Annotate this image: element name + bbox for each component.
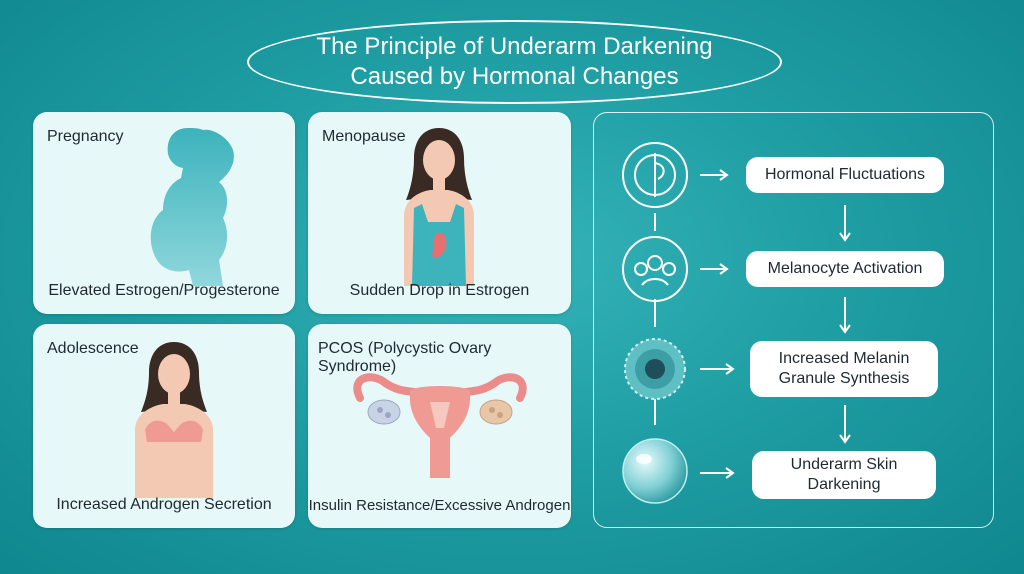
flow-step-melanin-synthesis: Increased Melanin Granule Synthesis: [750, 341, 938, 397]
title-line-2: Caused by Hormonal Changes: [350, 63, 679, 90]
card-adolescence-caption: Increased Androgen Secretion: [56, 496, 272, 513]
pregnant-woman-icon: [150, 128, 234, 286]
flow-step-skin-darkening: Underarm Skin Darkening: [752, 451, 936, 499]
title-line-1: The Principle of Underarm Darkening: [316, 33, 713, 60]
flow-step-label-line2: Granule Synthesis: [778, 370, 910, 387]
card-adolescence: Adolescence Increased Androgen Secretion: [33, 324, 295, 528]
woman-menopause-icon: [404, 128, 474, 286]
card-pregnancy-title: Pregnancy: [47, 128, 124, 145]
adolescent-girl-icon: [135, 342, 213, 498]
flow-step-label-line2: Darkening: [807, 476, 881, 493]
title-oval: The Principle of Underarm Darkening Caus…: [247, 20, 782, 104]
melanocyte-cell-icon: [622, 236, 688, 302]
skin-bubble-icon: [622, 438, 688, 504]
flow-step-melanocyte-activation: Melanocyte Activation: [746, 251, 944, 287]
flow-step-label-line1: Increased Melanin: [778, 350, 910, 367]
flow-panel: Hormonal Fluctuations Melanocyte Activat…: [593, 112, 994, 528]
card-pcos-caption: Insulin Resistance/Excessive Androgen: [308, 497, 571, 514]
melanin-granule-icon: [624, 338, 686, 400]
card-menopause-title: Menopause: [322, 128, 406, 145]
card-adolescence-title: Adolescence: [47, 340, 139, 357]
card-pregnancy: Pregnancy Elevated Estrogen/Progesterone: [33, 112, 295, 314]
hormone-symbol-icon: [622, 142, 688, 208]
flow-connectors: [622, 142, 851, 504]
flow-step-label-line1: Underarm Skin: [790, 456, 898, 473]
card-menopause: Menopause Sudden Drop in Estrogen: [308, 112, 571, 314]
uterus-ovaries-icon: [353, 373, 527, 478]
card-pcos-title: PCOS (Polycystic Ovary Syndrome): [318, 340, 492, 375]
flow-step-label: Hormonal Fluctuations: [764, 166, 926, 183]
flow-step-hormonal-fluctuations: Hormonal Fluctuations: [746, 157, 944, 193]
card-pcos: PCOS (Polycystic Ovary Syndrome) Insulin…: [308, 324, 571, 528]
card-pregnancy-caption: Elevated Estrogen/Progesterone: [48, 282, 280, 299]
flow-step-label: Melanocyte Activation: [767, 260, 923, 277]
card-menopause-caption: Sudden Drop in Estrogen: [349, 282, 530, 299]
